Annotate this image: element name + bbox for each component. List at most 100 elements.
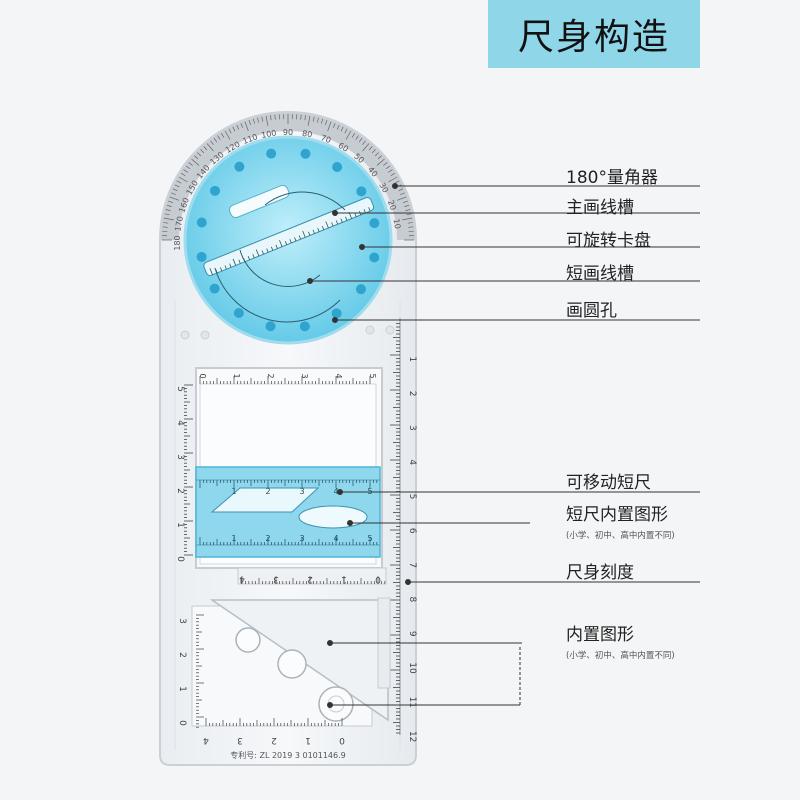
patent-number: 专利号: ZL 2019 3 0101146.9 <box>230 750 346 760</box>
groove-tick <box>252 254 255 259</box>
protractor-tick <box>236 124 240 130</box>
protractor-label: 70 <box>319 133 332 145</box>
bottom-row-label: 1 <box>305 735 311 745</box>
protractor-tick <box>340 126 344 132</box>
protractor-tick <box>300 114 302 120</box>
protractor-tick <box>200 149 205 154</box>
cross-ruler-label: 0 <box>375 574 381 584</box>
note-short-ruler-shapes: (小学、初中、高中内置不同) <box>566 531 675 541</box>
protractor-tick <box>402 200 408 203</box>
groove-tick <box>284 240 288 245</box>
protractor-tick <box>257 117 260 123</box>
right-ruler-label: 6 <box>407 528 417 534</box>
window-top-label: 1 <box>232 373 241 378</box>
groove-tick <box>224 265 227 270</box>
label-rotary-disc: 可旋转卡盘 <box>566 231 651 251</box>
protractor-tick <box>390 172 396 177</box>
protractor-tick <box>368 146 373 151</box>
protractor-tick <box>248 120 251 126</box>
protractor-tick <box>164 213 170 216</box>
protractor-tick <box>388 169 393 173</box>
protractor-tick <box>362 140 366 145</box>
groove-tick <box>255 249 260 257</box>
protractor-tick <box>396 196 407 201</box>
note-built-in-shapes: (小学、初中、高中内置不同) <box>566 651 675 661</box>
protractor-tick <box>388 176 398 183</box>
protractor-tick <box>325 120 328 126</box>
window-top-label: 2 <box>266 373 275 378</box>
protractor-tick <box>206 143 214 152</box>
protractor-tick <box>371 149 376 154</box>
groove-tick <box>331 222 334 227</box>
label-main-groove: 主画线槽 <box>566 198 634 218</box>
cross-ruler-label: 2 <box>307 574 313 584</box>
short-ruler-label-bottom: 2 <box>265 534 270 543</box>
label-protractor: 180°量角器 <box>566 168 658 188</box>
left-ruler-label: 2 <box>175 488 185 494</box>
callout-lines <box>307 183 700 708</box>
label-ruler-scale: 尺身刻度 <box>566 563 634 583</box>
groove-tick <box>308 231 311 236</box>
disc-dot <box>332 162 343 173</box>
protractor-tick <box>345 130 352 140</box>
protractor-tick <box>312 116 315 122</box>
protractor-tick <box>232 126 236 132</box>
groove-tick <box>270 246 274 251</box>
disc-dot <box>196 217 207 228</box>
groove-tick <box>261 250 264 255</box>
protractor-tick <box>376 158 385 166</box>
short-ruler-label-top: 4 <box>333 487 338 496</box>
left-ruler-label: 3 <box>175 454 185 460</box>
protractor-tick <box>188 162 193 166</box>
protractor-tick <box>244 121 249 132</box>
right-ruler-label: 1 <box>407 356 417 362</box>
cross-ruler-label: 1 <box>341 574 347 584</box>
left-ruler-label: 4 <box>175 420 185 426</box>
short-ruler-label-top: 2 <box>265 487 270 496</box>
left-ruler-label: 1 <box>175 522 185 528</box>
protractor-tick <box>351 132 356 138</box>
protractor-tick <box>210 140 214 145</box>
protractor-tick <box>203 146 208 151</box>
groove-tick <box>325 221 329 229</box>
bottom-left-label: 3 <box>177 618 187 624</box>
protractor-tick <box>270 115 272 121</box>
disc-dot <box>356 186 367 197</box>
short-ruler-label-bottom: 4 <box>333 534 338 543</box>
short-ruler-label-bottom: 1 <box>231 534 236 543</box>
protractor-tick <box>406 213 412 216</box>
protractor-tick <box>398 188 404 192</box>
disc-dot <box>299 321 310 332</box>
cross-ruler-label: 4 <box>239 574 245 584</box>
protractor-tick <box>327 121 332 132</box>
groove-tick <box>340 218 343 223</box>
protractor-tick <box>224 130 231 140</box>
right-ruler-label: 2 <box>407 391 417 397</box>
protractor-tick <box>333 123 336 128</box>
label-short-groove: 短画线槽 <box>566 264 634 284</box>
disc-dot <box>196 251 207 262</box>
groove-tick <box>312 229 315 234</box>
protractor-tick <box>316 117 319 123</box>
groove-tick <box>219 267 223 272</box>
right-ruler-label: 3 <box>407 425 417 431</box>
protractor-tick <box>394 180 400 184</box>
movable-short-ruler: 1122334455 <box>195 466 381 558</box>
groove-tick <box>209 268 213 275</box>
protractor-label: 100 <box>261 128 278 140</box>
protractor-tick <box>169 196 180 201</box>
groove-tick <box>247 255 251 260</box>
groove-tick <box>294 237 297 242</box>
disc-dot <box>355 284 366 295</box>
protractor-tick <box>358 137 363 143</box>
protractor-label: 10 <box>392 218 403 230</box>
protractor-tick <box>191 158 200 166</box>
protractor-tick <box>383 162 388 166</box>
groove-tick <box>279 240 283 247</box>
protractor-tick <box>185 165 191 170</box>
disc-dot <box>234 161 245 172</box>
bottom-row-label: 4 <box>203 735 209 745</box>
protractor-tick <box>165 209 171 212</box>
protractor-tick <box>178 176 188 183</box>
